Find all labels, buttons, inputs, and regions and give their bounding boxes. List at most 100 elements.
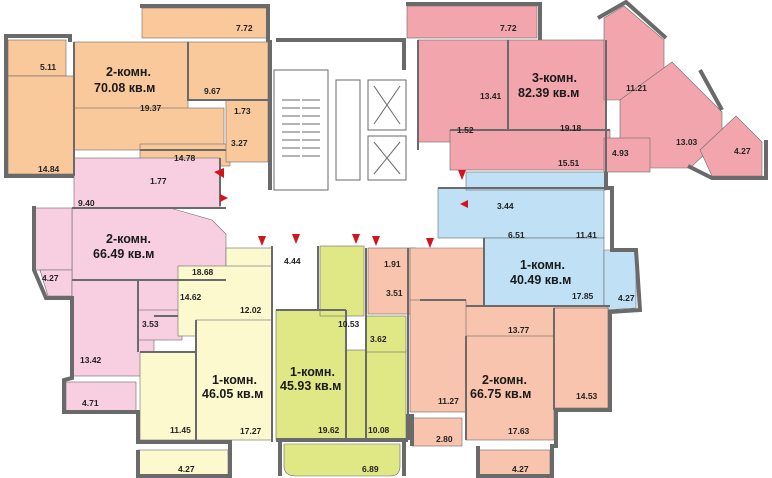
room-fill — [275, 309, 347, 441]
room-fill — [7, 75, 75, 175]
room-area: 19.37 — [140, 103, 162, 113]
room-fill — [409, 299, 467, 413]
elevator-cross — [373, 85, 401, 125]
room-area: 3.62 — [370, 334, 387, 344]
room-area: 4.27 — [178, 464, 195, 474]
room-area: 17.27 — [240, 426, 262, 436]
apt-1k-45-rooms: 1-комн. — [290, 365, 335, 379]
room-area: 2.80 — [436, 434, 453, 444]
walls — [4, 0, 768, 478]
door-marker — [220, 194, 228, 202]
room-area: 18.68 — [192, 267, 214, 277]
room-area: 4.71 — [82, 398, 99, 408]
room-fill — [65, 381, 137, 413]
room-area: 13.03 — [676, 137, 698, 147]
room-fill — [137, 449, 229, 478]
room-area: 4.93 — [612, 148, 629, 158]
room-area: 13.77 — [508, 325, 530, 335]
door-marker — [258, 236, 266, 246]
room-area: 17.63 — [508, 426, 530, 436]
door-marker — [352, 234, 360, 244]
room-fill — [437, 187, 605, 239]
room-area: 5.11 — [40, 62, 56, 72]
room-fill — [477, 449, 551, 478]
room-fill — [73, 107, 225, 151]
room-fill — [33, 207, 73, 271]
outer-wall-right — [406, 0, 768, 478]
room-fill — [225, 99, 269, 163]
room-fill — [319, 245, 365, 317]
room-fill — [73, 157, 221, 209]
apt-2k-66a-area: 66.49 кв.м — [93, 247, 154, 261]
outer-wall-left — [4, 4, 270, 478]
room-area: 11.27 — [438, 396, 459, 406]
room-fill — [365, 315, 407, 353]
apartment-labels: 2-комн. 70.08 кв.м 3-комн. 82.39 кв.м 2-… — [93, 65, 579, 401]
apt-1k-40-rooms: 1-комн. — [520, 258, 565, 272]
room-area: 10.53 — [338, 319, 360, 329]
room-area: 9.67 — [204, 86, 221, 96]
room-area: 14.84 — [38, 164, 60, 174]
room-area: 12.02 — [240, 305, 262, 315]
room-area-labels: 7.72 5.11 19.37 9.67 1.73 3.27 14.84 14.… — [38, 23, 751, 474]
room-area: 4.27 — [42, 273, 59, 283]
room-area: 13.41 — [480, 91, 502, 101]
room-area: 14.78 — [174, 153, 196, 163]
apt-2k-70-rooms: 2-комн. — [106, 65, 151, 79]
room-area: 3.53 — [142, 319, 159, 329]
apt-2k-66b-rooms: 2-комн. — [482, 373, 527, 387]
apartment-1k-45 — [275, 245, 407, 477]
door-marker — [372, 236, 380, 246]
room-area: 14.62 — [180, 292, 202, 302]
room-fill — [417, 39, 509, 143]
room-area: 3.51 — [386, 288, 403, 298]
room-fill — [139, 351, 197, 441]
inner-walls — [72, 40, 610, 442]
room-area: 1.77 — [150, 176, 167, 186]
room-area: 7.72 — [236, 23, 253, 33]
apt-2k-70-area: 70.08 кв.м — [94, 81, 155, 95]
elevator-cross — [373, 141, 401, 175]
door-markers — [214, 168, 468, 248]
room-area: 4.27 — [734, 146, 751, 156]
room-area: 14.53 — [576, 391, 598, 401]
room-area: 11.45 — [170, 425, 191, 435]
room-area: 1.91 — [384, 259, 401, 269]
door-marker — [292, 234, 300, 244]
room-fill — [283, 443, 401, 477]
apt-2k-66a-rooms: 2-комн. — [106, 232, 151, 246]
room-fill — [187, 41, 269, 101]
apartment-1k-46 — [137, 247, 273, 478]
room-area: 4.27 — [618, 293, 635, 303]
room-fill — [553, 307, 609, 409]
outer-wall-mid — [268, 38, 408, 476]
door-marker — [214, 168, 224, 178]
door-marker — [458, 170, 466, 180]
room-area: 3.27 — [231, 138, 248, 148]
room-area: 1.52 — [457, 125, 474, 135]
room-area: 6.89 — [362, 464, 379, 474]
shaft — [335, 79, 361, 181]
apartment-2k-70 — [7, 7, 269, 175]
room-area: 9.40 — [78, 198, 95, 208]
building-core — [273, 69, 407, 191]
room-area: 19.62 — [318, 425, 340, 435]
room-area: 7.72 — [500, 23, 517, 33]
room-fill — [603, 137, 651, 173]
room-area: 15.51 — [558, 158, 580, 168]
room-area: 13.42 — [80, 355, 102, 365]
room-area: 17.85 — [572, 291, 594, 301]
apartment-1k-40 — [437, 171, 637, 311]
room-area: 19.18 — [560, 123, 582, 133]
apt-3k-82-rooms: 3-комн. — [532, 71, 577, 85]
door-marker — [460, 200, 468, 208]
room-fill — [699, 115, 763, 177]
room-area: 11.21 — [626, 83, 647, 93]
room-area: 6.51 — [508, 230, 525, 240]
stair-shaft — [273, 69, 329, 191]
room-fill — [141, 7, 268, 39]
room-fill — [483, 237, 605, 307]
apt-3k-82-area: 82.39 кв.м — [518, 86, 579, 100]
